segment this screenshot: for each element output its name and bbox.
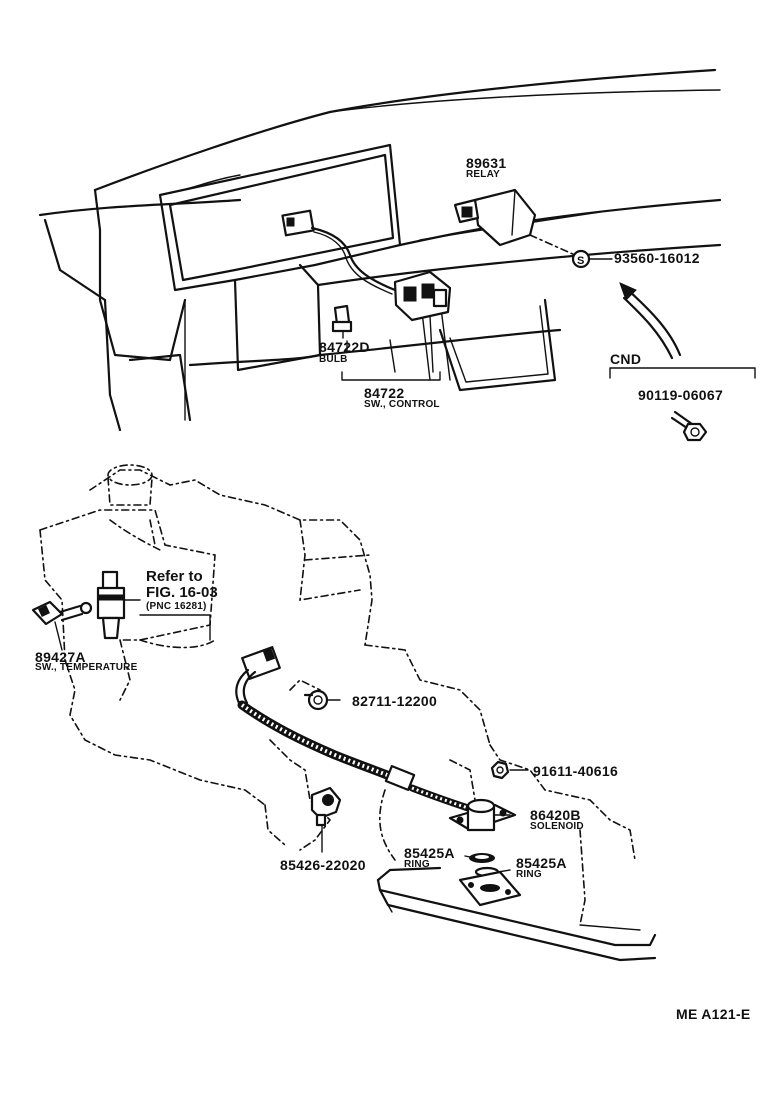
wiring-connector [281,209,397,295]
nut [490,760,529,780]
bulb [331,304,353,339]
control-switch [393,270,452,322]
bulb-part-number: 84722D [319,339,370,355]
pnc-reference: (PNC 16281) [146,601,207,612]
figure-reference: FIG. 16-03 [146,584,218,601]
control-switch-part-name: SW., CONTROL [364,399,440,410]
temperature-switch-part-name: SW., TEMPERATURE [35,662,138,673]
solenoid-part-name: SOLENOID [530,821,584,832]
clamp-part-number: 82711-12200 [352,693,438,709]
engine-block [39,464,636,926]
bolt [670,410,708,442]
nut-part-number: 91611-40616 [533,763,619,779]
bracket-part-number: 85426-22020 [280,857,366,873]
diagram-code: ME A121-E [676,1006,751,1022]
refer-to-label: Refer to [146,568,203,585]
control-switch-part-number: 84722 [364,385,405,401]
ring-part-number-right: 85425A [516,855,567,871]
bulb-part-name: BULB [319,354,348,365]
relay-part-name: RELAY [466,169,500,180]
oil-pan [376,866,657,962]
figure-reference-bracket [139,614,211,641]
leader-lines-upper [341,315,441,381]
solenoid-part-number: 86420B [530,807,581,823]
cnd-arrow [609,282,756,379]
rings [464,853,511,878]
control-cable [235,646,472,812]
screw-symbol: S [571,249,613,269]
svg-text:S: S [577,255,584,267]
base-plate [458,870,522,907]
bracket [310,786,342,853]
ring-part-name-left: RING [404,859,430,870]
ring-part-number-left: 85425A [404,845,455,861]
cnd-label: CND [610,351,642,367]
solenoid [448,798,517,832]
clamp [303,689,341,711]
reference-sensor [96,570,141,640]
relay-part-number: 89631 [466,155,507,171]
bolt-part-number: 90119-06067 [638,387,724,403]
instrument-panel [38,68,722,432]
temperature-switch-part-number: 89427A [35,649,86,665]
ring-part-name-right: RING [516,869,542,880]
temperature-switch [31,600,93,651]
relay [453,188,576,256]
screw-part-number: 93560-16012 [614,250,700,266]
